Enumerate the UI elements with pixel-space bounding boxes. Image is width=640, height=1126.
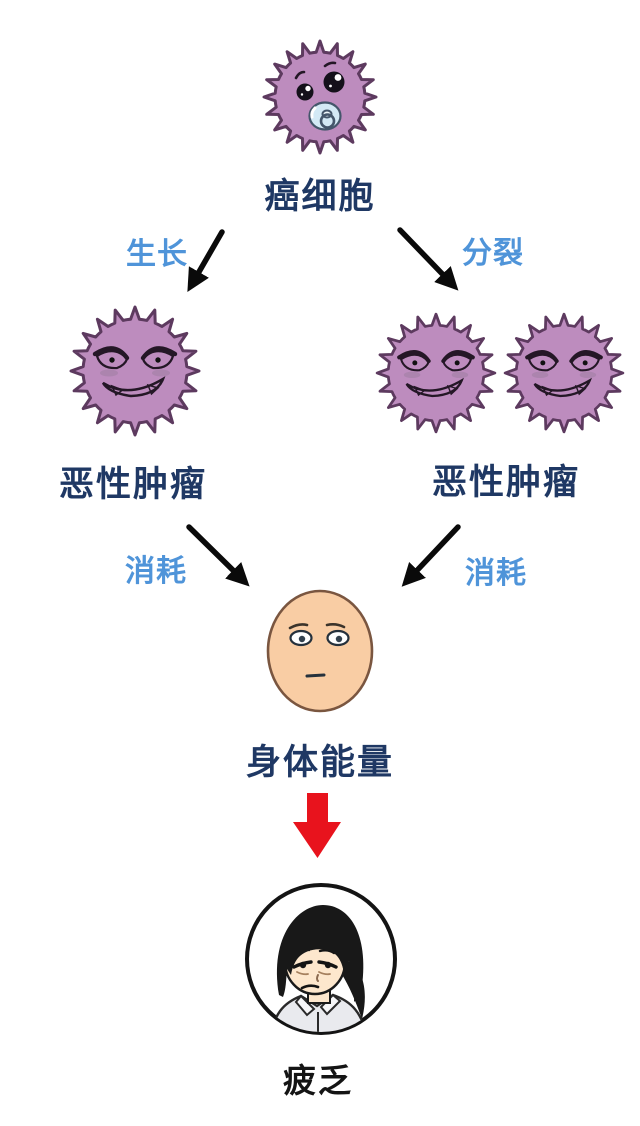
consume-right-edge-label: 消耗 bbox=[465, 556, 527, 591]
tired-woman-portrait-icon bbox=[245, 883, 397, 1035]
divide-arrow bbox=[397, 227, 459, 291]
left-pupil bbox=[298, 635, 306, 643]
pacifier bbox=[308, 101, 342, 131]
divide-edge-label: 分裂 bbox=[462, 236, 524, 271]
nose bbox=[316, 974, 319, 982]
right-pupil bbox=[335, 635, 343, 643]
red-down-arrow bbox=[293, 793, 341, 858]
grow-arrow bbox=[187, 229, 225, 293]
mouth bbox=[305, 673, 326, 678]
right-eyebrow bbox=[323, 61, 337, 68]
right-eyebrow bbox=[325, 623, 346, 629]
right-eye-bag bbox=[318, 971, 331, 976]
mouth bbox=[300, 984, 320, 990]
consume-left-arrow bbox=[186, 524, 250, 587]
malignant-tumor-left-label: 恶性肿瘤 bbox=[58, 465, 207, 505]
left-eye bbox=[296, 83, 314, 101]
consume-right-arrow bbox=[401, 524, 461, 587]
body-energy-label: 身体能量 bbox=[245, 743, 394, 783]
left-eyebrow bbox=[294, 70, 306, 80]
bald-face-icon bbox=[266, 589, 374, 713]
malignant-tumor-left-icon bbox=[55, 291, 215, 451]
left-eyelid bbox=[292, 960, 313, 969]
fatigue-label: 疲乏 bbox=[283, 1061, 353, 1100]
cancer-cell-label: 癌细胞 bbox=[264, 177, 376, 217]
left-eye-bag bbox=[296, 971, 309, 976]
malignant-tumor-right-icon bbox=[356, 293, 636, 453]
consume-left-edge-label: 消耗 bbox=[125, 554, 187, 589]
malignant-tumor-right-label: 恶性肿瘤 bbox=[431, 463, 580, 503]
right-eyelid bbox=[317, 960, 338, 969]
right-eye bbox=[323, 71, 345, 93]
baby-cancer-cell-icon bbox=[262, 39, 378, 155]
hair bbox=[277, 905, 364, 1002]
grow-edge-label: 生长 bbox=[126, 237, 188, 272]
left-eyebrow bbox=[288, 623, 309, 630]
collar-left bbox=[294, 994, 316, 1017]
